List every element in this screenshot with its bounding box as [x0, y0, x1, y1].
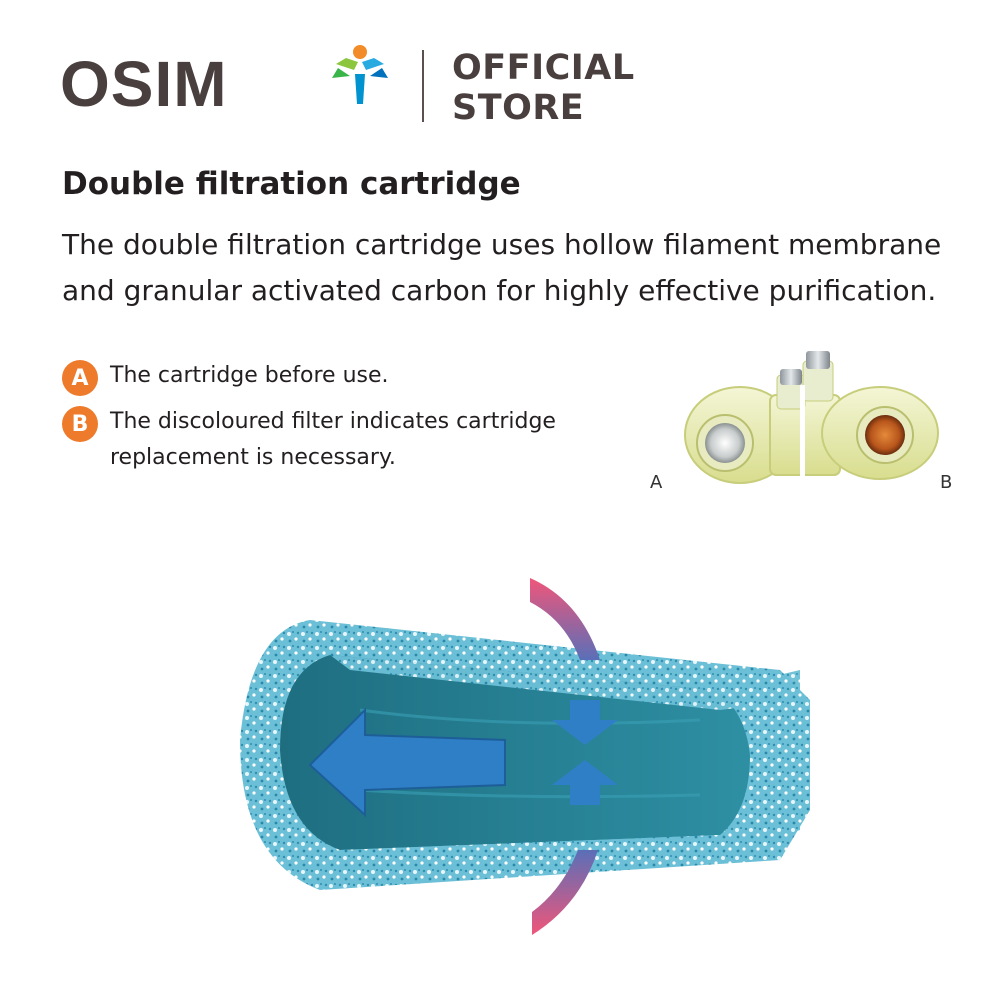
brand-logo-text: OSIM — [60, 48, 228, 120]
note-badge-a: A — [62, 360, 98, 396]
notes-list: A The cartridge before use. B The discol… — [62, 358, 622, 484]
store-label-line2: STORE — [452, 88, 585, 128]
page-title: Double filtration cartridge — [62, 166, 521, 202]
filter-tube-illustration — [160, 560, 840, 950]
cartridge-label-b: B — [940, 472, 953, 493]
flow-arrow-down — [552, 700, 618, 745]
osim-logo-mark-icon — [332, 45, 388, 104]
note-badge-b: B — [62, 406, 98, 442]
cartridge-illustration: A B — [640, 345, 970, 505]
cartridge-drawing — [684, 351, 939, 484]
note-text-b: The discoloured filter indicates cartrid… — [110, 409, 556, 470]
flow-arrow-up — [552, 760, 618, 805]
header-divider — [422, 50, 424, 122]
note-item-b: B The discoloured filter indicates cartr… — [62, 404, 622, 476]
header: OSIM OFFICIAL STORE — [60, 44, 634, 128]
note-text-a: The cartridge before use. — [110, 363, 389, 388]
note-item-a: A The cartridge before use. — [62, 358, 622, 396]
store-label-line1: OFFICIAL — [452, 48, 635, 88]
inflow-arrow-bottom — [532, 850, 598, 935]
filter-tube-drawing — [240, 578, 810, 935]
outflow-arrow-left — [308, 707, 506, 818]
inflow-arrow-top — [530, 578, 600, 660]
cartridge-label-a: A — [650, 472, 663, 493]
official-store-label: OFFICIAL STORE — [452, 48, 635, 128]
page-description: The double filtration cartridge uses hol… — [62, 228, 942, 307]
